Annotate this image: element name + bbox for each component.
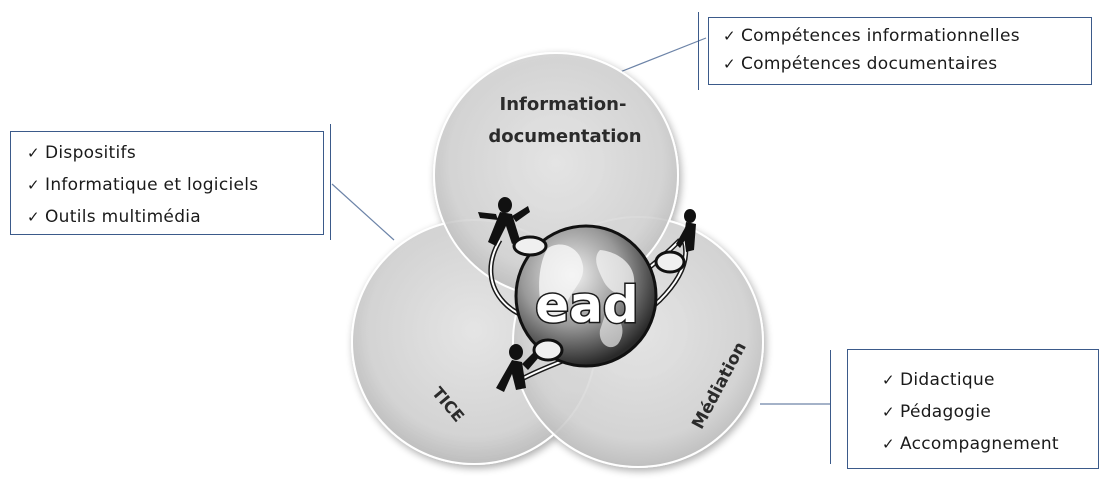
ead-logo-text: ead: [535, 276, 638, 334]
circle-label-information-line1: Information-: [500, 94, 627, 115]
list-item: ✓ Accompagnement: [882, 428, 1098, 460]
check-icon: ✓: [882, 403, 895, 421]
list-item: ✓ Pédagogie: [882, 396, 1098, 428]
info-box-information: ✓ Compétences informationnelles ✓ Compéten…: [708, 17, 1092, 85]
list-item: ✓ Dispositifs: [27, 137, 323, 169]
check-icon: ✓: [723, 55, 736, 73]
list-item: ✓ Informatique et logiciels: [27, 169, 323, 201]
check-icon: ✓: [27, 176, 40, 194]
info-box-mediation-list: ✓ Didactique ✓ Pédagogie ✓ Accompagnement: [882, 364, 1098, 460]
check-icon: ✓: [882, 371, 895, 389]
list-item: ✓ Compétences informationnelles: [723, 22, 1091, 50]
info-box-information-list: ✓ Compétences informationnelles ✓ Compéten…: [723, 22, 1091, 78]
list-item-label: Dispositifs: [45, 143, 136, 163]
person-figure-bottom-icon: [496, 338, 564, 392]
check-icon: ✓: [882, 435, 895, 453]
info-box-tice-list: ✓Dispositifs ✓Informatique et logiciels …: [27, 137, 323, 233]
bracket-mediation: [830, 350, 831, 464]
ead-logo: ead: [478, 197, 696, 392]
list-item-label: Compétences informationnelles: [741, 26, 1020, 46]
connector-line-info: [619, 37, 707, 73]
check-icon: ✓: [27, 208, 40, 226]
list-item: ✓ Compétences documentaires: [723, 50, 1091, 78]
circle-label-information-line2: documentation: [488, 126, 641, 147]
info-box-tice: ✓Dispositifs ✓Informatique et logiciels …: [10, 131, 324, 235]
list-item-label: Outils multimédia: [45, 207, 202, 227]
connector-line-tice: [331, 183, 395, 241]
person-figure-right-icon: [654, 209, 696, 274]
list-item-label: Didactique: [900, 370, 995, 390]
list-item-label: Pédagogie: [900, 402, 992, 422]
list-item-label: Accompagnement: [900, 434, 1059, 454]
bracket-info: [698, 12, 699, 90]
list-item-label: Compétences documentaires: [741, 54, 998, 74]
bracket-tice: [330, 124, 331, 240]
list-item: ✓ Didactique: [882, 364, 1098, 396]
person-figure-top-icon: [478, 197, 548, 257]
list-item: ✓ Outils multimédia: [27, 201, 323, 233]
list-item-label: Informatique et logiciels: [45, 175, 259, 195]
check-icon: ✓: [27, 144, 40, 162]
info-box-mediation: ✓ Didactique ✓ Pédagogie ✓ Accompagnement: [847, 349, 1099, 469]
check-icon: ✓: [723, 27, 736, 45]
